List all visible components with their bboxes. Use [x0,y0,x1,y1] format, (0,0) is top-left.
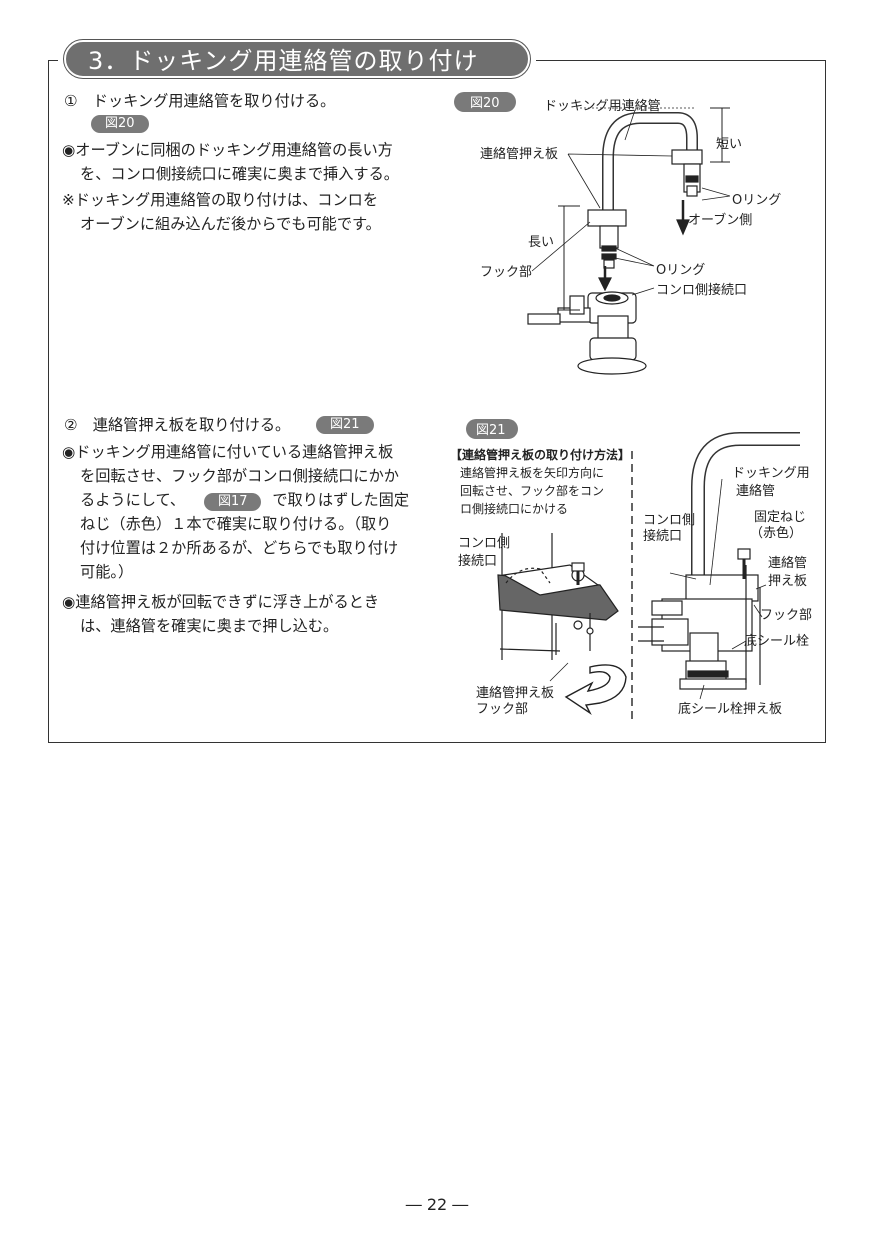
step2-bullet1-line5: 付け位置は２か所あるが、どちらでも取り付け [80,539,399,557]
fig21-pipe-2: 連絡管 [736,483,775,499]
fig20-plate-label: 連絡管押え板 [480,146,558,162]
fig21-left-port-1: コンロ側 [458,536,510,551]
fig20-oring-bottom: Oリング [656,263,705,278]
fig21-method-title: 【連絡管押え板の取り付け方法】 [450,447,630,462]
section-title: 3．ドッキング用連絡管の取り付け [63,39,531,79]
step2-heading: ② 連絡管押え板を取り付ける。 [64,416,291,434]
fig21-plate-1: 連絡管 [768,555,807,571]
step2-bullet1-line6: 可能。） [80,563,134,581]
fig20-stove-port: コンロ側接続口 [656,282,747,298]
fig21-right-port-1: コンロ側 [643,513,695,528]
step2-line3-a: るようにして、 [80,491,186,509]
fig21-hook: フック部 [760,608,812,623]
step2-bullet1-line3: るようにして、 図17 で取りはずした固定 [80,488,409,512]
fig21-method-line3: ロ側接続口にかける [460,501,568,516]
step2-bullet2-line2: は、連絡管を確実に奥まで押し込む。 [80,617,339,635]
page-number: ― 22 ― [405,1195,469,1214]
fig21-seal-plate: 底シール栓押え板 [678,701,782,717]
fig20-long-label: 長い [528,235,554,250]
step1-heading: ① ドッキング用連絡管を取り付ける。 [64,92,336,110]
step1-bullet-line1: ◉オーブンに同梱のドッキング用連絡管の長い方 [62,141,393,159]
step1-note-line2: オーブンに組み込んだ後からでも可能です。 [80,215,381,233]
fig20-short-label: 短い [716,137,742,152]
fig20-oven-side: オーブン側 [688,212,752,228]
fig21-left-port-2: 接続口 [458,553,497,569]
fig20-hook-label: フック部 [480,265,532,280]
fig17-badge: 図17 [203,493,262,511]
fig21-screw-2: （赤色） [750,525,802,541]
fig21-method-line2: 回転させ、フック部をコン [460,483,604,498]
fig21-right-port-2: 接続口 [643,528,682,544]
step1-bullet-line2: を、コンロ側接続口に確実に奥まで挿入する。 [80,165,399,183]
step2-bullet2-line1: ◉連絡管押え板が回転できずに浮き上がるとき [62,593,380,611]
fig21-plate-2: 押え板 [768,574,807,589]
step2-bullet1-line2: を回転させ、フック部がコンロ側接続口にかか [80,467,399,485]
fig20-badge: 図20 [470,96,500,111]
fig21-left-hook: フック部 [476,702,528,717]
fig20-pipe-label: ドッキング用連絡管 [544,98,661,114]
step1-fig-badge: 図20 [91,115,149,133]
fig20-oring-top: Oリング [732,193,781,208]
step2-line3-b: で取りはずした固定 [272,491,409,509]
fig21-left-plate: 連絡管押え板 [476,685,554,701]
fig21-pipe-1: ドッキング用 [732,466,810,481]
fig20-diagram: 図20 ドッキング用連絡管 連絡管押え板 短い 長い Oリング オーブン側 フッ… [454,92,781,375]
fig21-badge: 図21 [476,423,506,438]
step2-bullet1-line1: ◉ドッキング用連絡管に付いている連絡管押え板 [62,443,394,461]
fig21-diagram: 図21 【連絡管押え板の取り付け方法】 連絡管押え板を矢印方向に 回転させ、フッ… [450,419,812,720]
step1-note-line1: ※ドッキング用連絡管の取り付けは、コンロを [62,191,379,209]
step2-bullet1-line4: ねじ（赤色）１本で確実に取り付ける。（取り [80,515,392,533]
fig21-seal-plug: 底シール栓 [744,633,809,649]
step2-fig-badge: 図21 [316,416,374,434]
fig21-screw-1: 固定ねじ [754,510,806,525]
fig21-method-line1: 連絡管押え板を矢印方向に [460,465,604,480]
